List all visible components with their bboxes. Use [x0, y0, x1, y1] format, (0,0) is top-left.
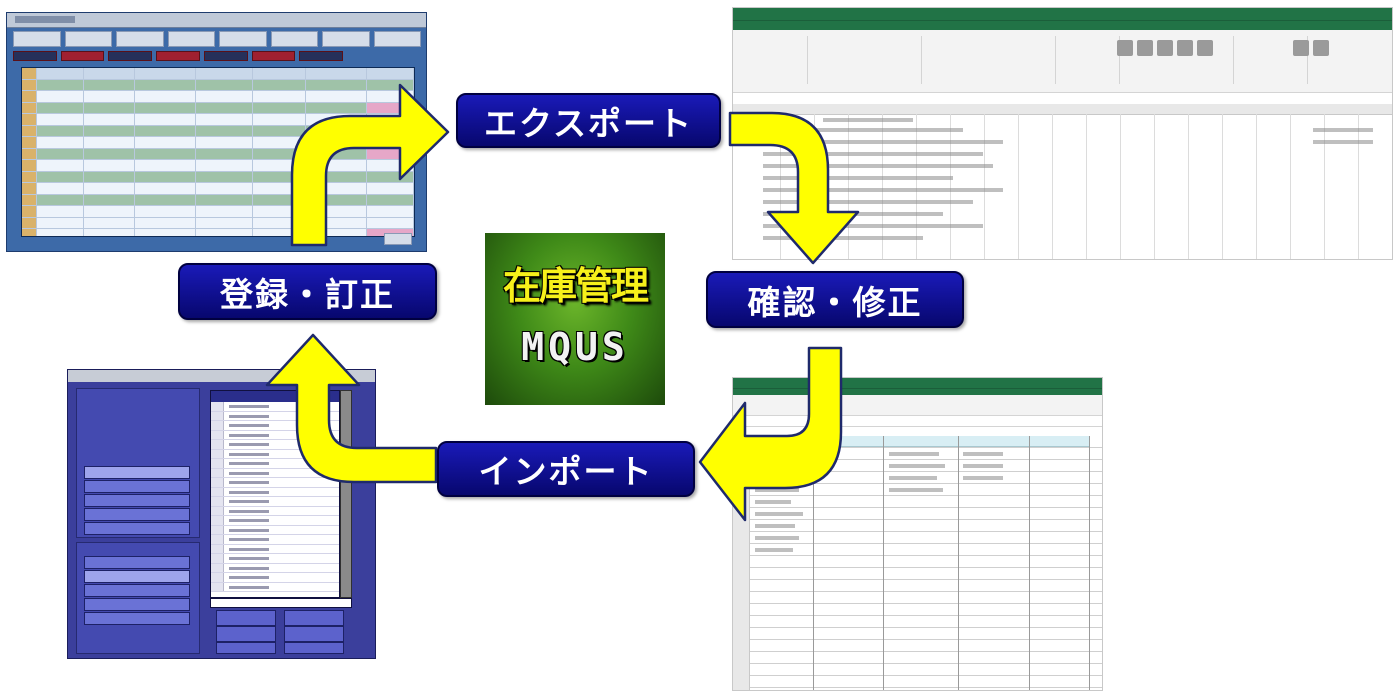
step-import-label: インポート	[437, 441, 695, 497]
arrow-export-to-confirm-icon	[728, 111, 860, 265]
mqus-logo: 在庫管理 MQUS	[485, 233, 665, 405]
step-register-fix-label: 登録・訂正	[178, 263, 437, 320]
register-grid	[21, 67, 415, 237]
step-confirm-fix-label: 確認・修正	[706, 271, 964, 328]
logo-title-japanese: 在庫管理	[502, 263, 649, 308]
logo-title-mqus: MQUS	[521, 325, 629, 369]
step-export-label: エクスポート	[456, 93, 721, 148]
arrow-register-to-export-icon	[290, 83, 450, 247]
arrow-confirm-to-import-icon	[698, 346, 843, 522]
arrow-import-to-register-icon	[265, 333, 438, 484]
register-window-screenshot	[6, 12, 427, 252]
